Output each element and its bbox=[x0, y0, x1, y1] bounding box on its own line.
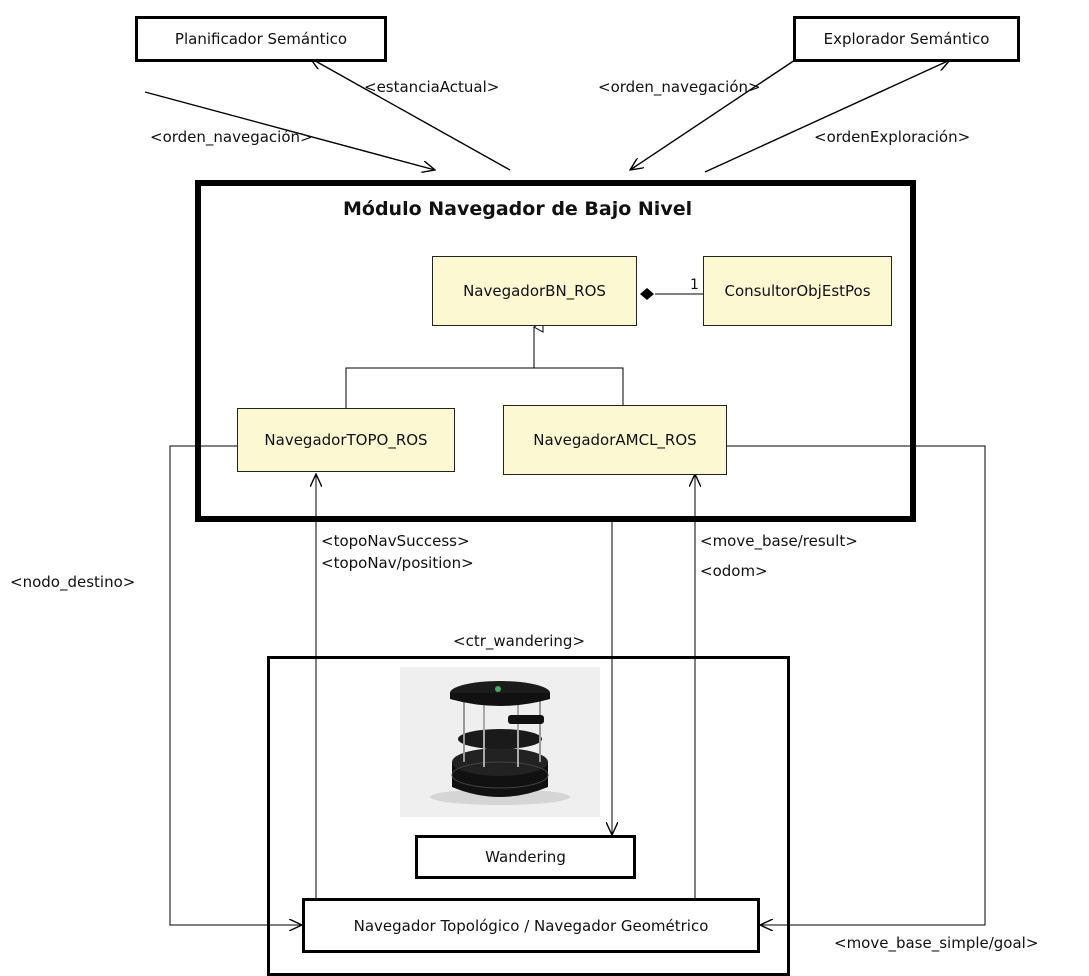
planificador-semantico-box: Planificador Semántico bbox=[135, 16, 387, 62]
class-navegador-amcl-label: NavegadorAMCL_ROS bbox=[533, 431, 697, 449]
planificador-semantico-label: Planificador Semántico bbox=[174, 30, 348, 48]
explorador-semantico-label: Explorador Semántico bbox=[823, 30, 990, 48]
label-move-base-result: <move_base/result> bbox=[700, 532, 858, 550]
robot-container-box bbox=[267, 656, 790, 976]
label-nodo-destino: <nodo_destino> bbox=[10, 573, 136, 591]
turtlebot-robot-illustration bbox=[400, 667, 600, 817]
module-title: Módulo Navegador de Bajo Nivel bbox=[343, 198, 693, 220]
class-consultor-label: ConsultorObjEstPos bbox=[724, 282, 871, 300]
multiplicity-label: 1 bbox=[690, 277, 699, 293]
label-estancia-actual: <estanciaActual> bbox=[364, 78, 500, 96]
label-orden-navegacion-right: <orden_navegación> bbox=[598, 78, 761, 96]
explorador-semantico-box: Explorador Semántico bbox=[793, 16, 1020, 62]
class-navegador-amcl-ros: NavegadorAMCL_ROS bbox=[503, 405, 727, 475]
robot-image bbox=[400, 667, 600, 817]
label-move-base-simple-goal: <move_base_simple/goal> bbox=[834, 934, 1039, 952]
modulo-navegador-box bbox=[195, 180, 916, 522]
navegador-topologico-geometrico-label: Navegador Topológico / Navegador Geométr… bbox=[353, 916, 709, 935]
arrow-move-base-simple-goal bbox=[727, 445, 986, 925]
arrow-orden-navegacion-right bbox=[630, 59, 796, 170]
inherit-branches bbox=[345, 367, 624, 408]
wandering-label: Wandering bbox=[485, 848, 566, 866]
label-orden-exploracion: <ordenExploración> bbox=[814, 128, 971, 146]
class-consultor-obj-est-pos: ConsultorObjEstPos bbox=[703, 256, 892, 326]
class-navegador-bn-ros: NavegadorBN_ROS bbox=[432, 256, 637, 326]
arrow-nodo-destino bbox=[169, 445, 302, 925]
label-odom: <odom> bbox=[700, 562, 768, 580]
class-navegador-topo-ros: NavegadorTOPO_ROS bbox=[237, 408, 455, 472]
class-navegador-bn-ros-label: NavegadorBN_ROS bbox=[463, 282, 606, 300]
label-orden-navegacion-left: <orden_navegación> bbox=[150, 128, 313, 146]
wandering-box: Wandering bbox=[415, 835, 636, 879]
navegador-topologico-geometrico-box: Navegador Topológico / Navegador Geométr… bbox=[302, 898, 760, 953]
arrow-orden-exploracion bbox=[704, 60, 950, 173]
arrow-estancia-actual bbox=[310, 58, 511, 171]
arrow-orden-navegacion-left bbox=[144, 91, 435, 170]
class-navegador-topo-label: NavegadorTOPO_ROS bbox=[264, 431, 428, 449]
label-ctr-wandering: <ctr_wandering> bbox=[453, 632, 586, 650]
label-topo-nav-position: <topoNav/position> bbox=[321, 554, 474, 572]
composition-diamond bbox=[640, 288, 654, 300]
label-topo-nav-success: <topoNavSuccess> bbox=[321, 532, 470, 550]
